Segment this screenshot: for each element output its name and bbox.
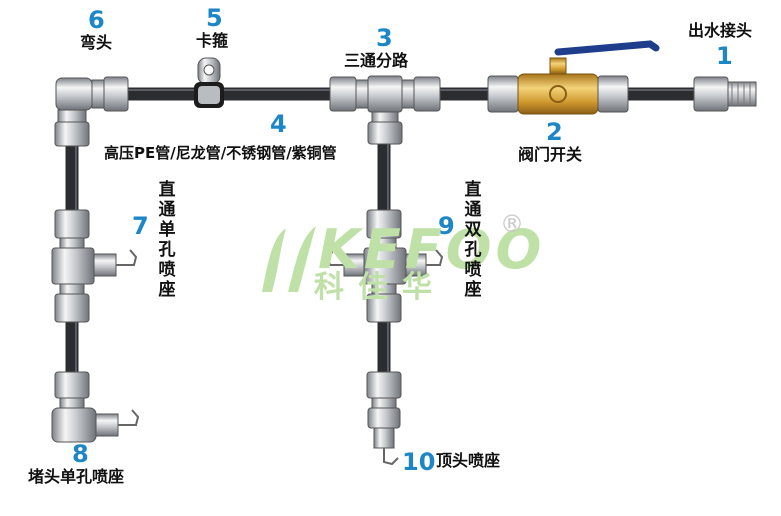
watermark-chinese: 科佳华 [314, 270, 446, 305]
part-5-label: 卡箍 [196, 31, 229, 50]
part-3-label: 三通分路 [344, 51, 409, 70]
part-5-number: 5 [206, 4, 223, 32]
outlet-connector [693, 76, 757, 112]
part-9-number: 9 [438, 212, 455, 240]
part-2-number: 2 [546, 118, 563, 146]
elbow-fitting [54, 76, 129, 147]
part-4-number: 4 [270, 110, 287, 138]
part-2-label: 阀门开关 [518, 145, 583, 164]
part-7-label: 直通单孔喷座 [158, 180, 176, 300]
part-10-number: 10 [402, 448, 436, 476]
watermark-leaf-icon [262, 226, 316, 292]
top-nozzle-seat [366, 371, 402, 466]
straight-single-hole-nozzle-seat [51, 209, 138, 323]
tee-fitting [329, 75, 441, 145]
straight-double-hole-nozzle-seat [326, 209, 444, 323]
pipe-clamp [194, 57, 224, 108]
part-7-number: 7 [132, 212, 149, 240]
part-6-number: 6 [88, 6, 105, 34]
part-8-label: 堵头单孔喷座 [28, 467, 125, 486]
part-4-label: 高压PE管/尼龙管/不锈钢管/紫铜管 [104, 144, 337, 162]
part-9-label: 直通双孔喷座 [464, 180, 482, 300]
watermark-registered-mark: ® [500, 210, 524, 238]
part-8-number: 8 [72, 440, 89, 468]
part-10-label: 顶头喷座 [436, 451, 501, 470]
part-3-number: 3 [376, 24, 393, 52]
end-cap-single-hole-nozzle-seat [51, 371, 140, 443]
watermark-logo: KEFOO [318, 218, 546, 281]
ball-valve [487, 40, 660, 115]
part-1-label: 出水接头 [688, 21, 753, 40]
part-6-label: 弯头 [80, 33, 113, 52]
part-1-number: 1 [716, 42, 733, 70]
